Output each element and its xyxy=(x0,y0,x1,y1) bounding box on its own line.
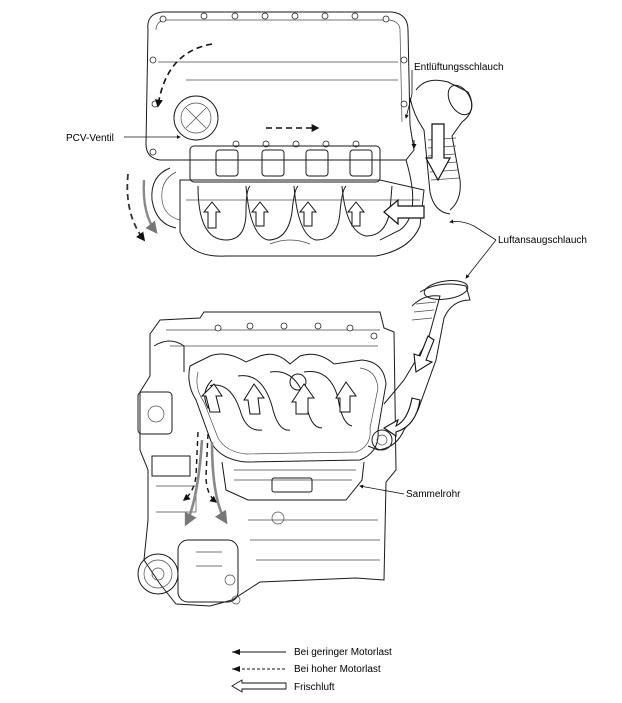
legend-fresh-air: Frischluft xyxy=(231,679,335,693)
legend-fresh-air-label: Frischluft xyxy=(294,682,335,693)
alternator xyxy=(137,539,241,605)
label-pcv-valve: PCV-Ventil xyxy=(66,133,114,144)
ignition-coils xyxy=(189,145,381,183)
label-breather-hose: Entlüftungsschlauch xyxy=(414,62,504,73)
legend: Bei geringer Motorlast Bei hoher Motorla… xyxy=(231,647,392,693)
label-manifold: Sammelrohr xyxy=(406,489,461,500)
exhaust-manifold xyxy=(188,353,387,463)
left-components xyxy=(137,340,197,513)
intake-manifold-top xyxy=(179,179,425,257)
label-air-intake-hose: Luftansaugschlauch xyxy=(498,235,587,246)
throttle-body xyxy=(371,429,393,451)
cover-bolts xyxy=(149,12,408,156)
legend-high-load: Bei hoher Motorlast xyxy=(232,664,381,675)
leader-lines xyxy=(124,70,497,495)
legend-low-load: Bei geringer Motorlast xyxy=(232,647,392,658)
air-intake-hose-bottom xyxy=(367,280,471,451)
oil-filler-cap xyxy=(173,95,219,141)
legend-low-load-label: Bei geringer Motorlast xyxy=(294,647,392,658)
flow-arrows-bottom xyxy=(182,335,435,527)
bottom-view-engine xyxy=(137,280,471,607)
flow-arrows-top xyxy=(126,43,452,242)
collector-pipe xyxy=(221,461,365,501)
legend-high-load-label: Bei hoher Motorlast xyxy=(294,664,381,675)
